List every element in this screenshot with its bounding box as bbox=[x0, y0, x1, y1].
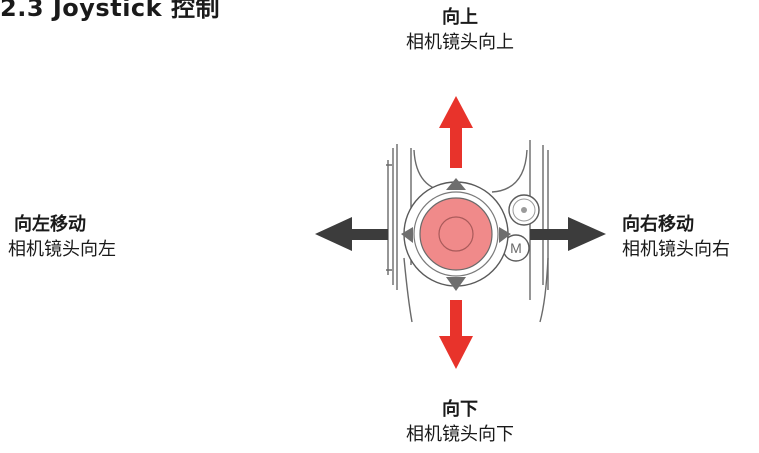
arrow-down-icon bbox=[439, 300, 473, 369]
chevron-down-icon bbox=[446, 277, 466, 291]
chevron-left-icon bbox=[401, 227, 413, 243]
arrow-up-icon bbox=[439, 96, 473, 168]
label-down-title: 向下 bbox=[442, 399, 478, 420]
label-right-desc: 相机镜头向右 bbox=[622, 239, 730, 260]
chevron-up-icon bbox=[446, 178, 466, 190]
arrow-right-icon bbox=[530, 217, 606, 251]
section-heading: 2.3 Joystick 控制 bbox=[0, 0, 220, 22]
label-left-title: 向左移动 bbox=[14, 214, 86, 235]
record-button[interactable] bbox=[508, 194, 540, 226]
arrow-left-icon bbox=[315, 217, 388, 251]
label-up-title: 向上 bbox=[442, 7, 478, 28]
label-right: 向右移动 相机镜头向右 bbox=[622, 213, 730, 263]
chevron-right-icon bbox=[499, 227, 511, 243]
mode-button[interactable]: M bbox=[502, 234, 530, 262]
label-down-desc: 相机镜头向下 bbox=[406, 424, 514, 445]
label-up-desc: 相机镜头向上 bbox=[406, 32, 514, 53]
label-left-desc: 相机镜头向左 bbox=[8, 239, 116, 260]
label-left: 向左移动 相机镜头向左 bbox=[8, 213, 116, 263]
label-up: 向上 相机镜头向上 bbox=[385, 6, 535, 56]
joystick[interactable] bbox=[403, 181, 509, 287]
mode-button-label: M bbox=[510, 240, 522, 256]
label-right-title: 向右移动 bbox=[622, 214, 694, 235]
label-down: 向下 相机镜头向下 bbox=[385, 398, 535, 448]
